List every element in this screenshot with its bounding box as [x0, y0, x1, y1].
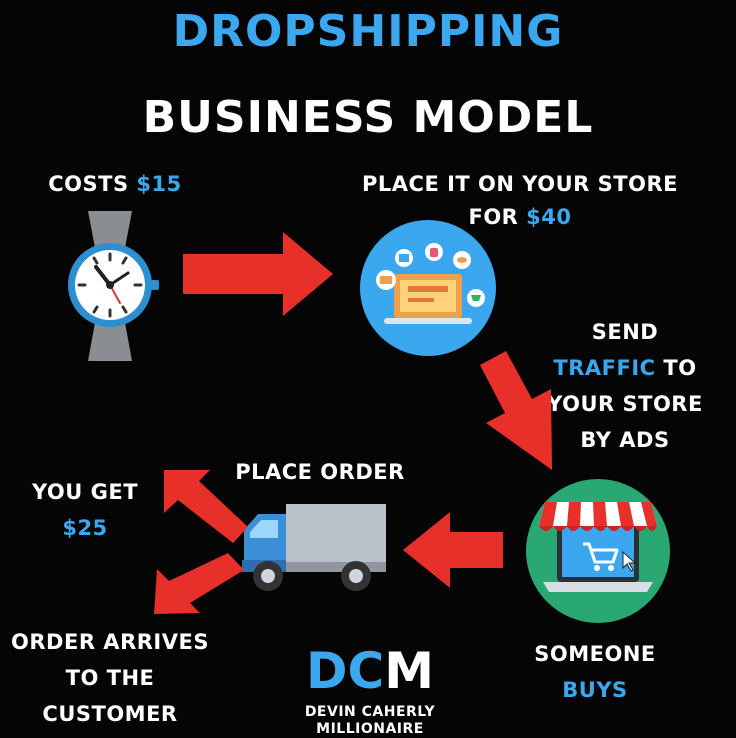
traffic-line-1: SEND [591, 320, 659, 344]
place-order-label: PLACE ORDER [235, 460, 405, 484]
traffic-line-4: BY ADS [580, 428, 670, 452]
store-label-line-2: FOR $40 [355, 205, 685, 230]
arrival-line-3: CUSTOMER [42, 702, 178, 726]
store-label-line-1: PLACE IT ON YOUR STORE [362, 172, 678, 196]
title-line-2: BUSINESS MODEL [142, 92, 594, 143]
store-label: PLACE IT ON YOUR STORE FOR $40 [355, 172, 685, 230]
title-line-1: DROPSHIPPING [172, 6, 564, 57]
buys-line-2: BUYS [562, 678, 628, 702]
store-price-prefix: FOR [468, 205, 527, 230]
profit-line-1: YOU GET [31, 480, 139, 504]
online-store-icon [360, 220, 496, 356]
brand-letter-m: M [384, 642, 434, 700]
arrival-label: ORDER ARRIVES TO THE CUSTOMER [10, 624, 210, 732]
buys-line-1: SOMEONE [534, 642, 656, 666]
cost-label: COSTS $15 [30, 172, 200, 197]
arrow-shop-to-truck [403, 512, 503, 588]
arrow-store-to-shop [480, 351, 552, 470]
traffic-label: SEND TRAFFIC TO YOUR STORE BY ADS [545, 314, 705, 458]
buys-label: SOMEONE BUYS [520, 636, 670, 708]
profit-label: YOU GET $25 [20, 474, 150, 546]
shop-laptop-icon [526, 479, 670, 623]
delivery-truck-icon [242, 504, 386, 591]
traffic-highlight: TRAFFIC [553, 356, 656, 380]
arrow-truck-to-profit [164, 470, 248, 543]
traffic-suffix: TO [655, 356, 697, 380]
cost-prefix: COSTS [48, 172, 137, 196]
brand-subtitle: DEVIN CAHERLY MILLIONAIRE [304, 704, 436, 737]
arrival-line-2: TO THE [65, 666, 155, 690]
cost-amount: $15 [136, 172, 182, 196]
wristwatch-icon [68, 211, 159, 361]
brand-letter-c: C [347, 642, 385, 700]
arrow-truck-to-arrival [154, 553, 244, 614]
brand-logo: DCM [300, 646, 440, 696]
brand-letter-d: D [306, 642, 348, 700]
traffic-line-2: TRAFFIC TO [545, 350, 705, 386]
arrow-watch-to-store [183, 232, 333, 316]
profit-amount: $25 [62, 516, 108, 540]
traffic-line-3: YOUR STORE [547, 392, 703, 416]
arrival-line-1: ORDER ARRIVES [11, 630, 209, 654]
store-price-amount: $40 [526, 205, 572, 230]
